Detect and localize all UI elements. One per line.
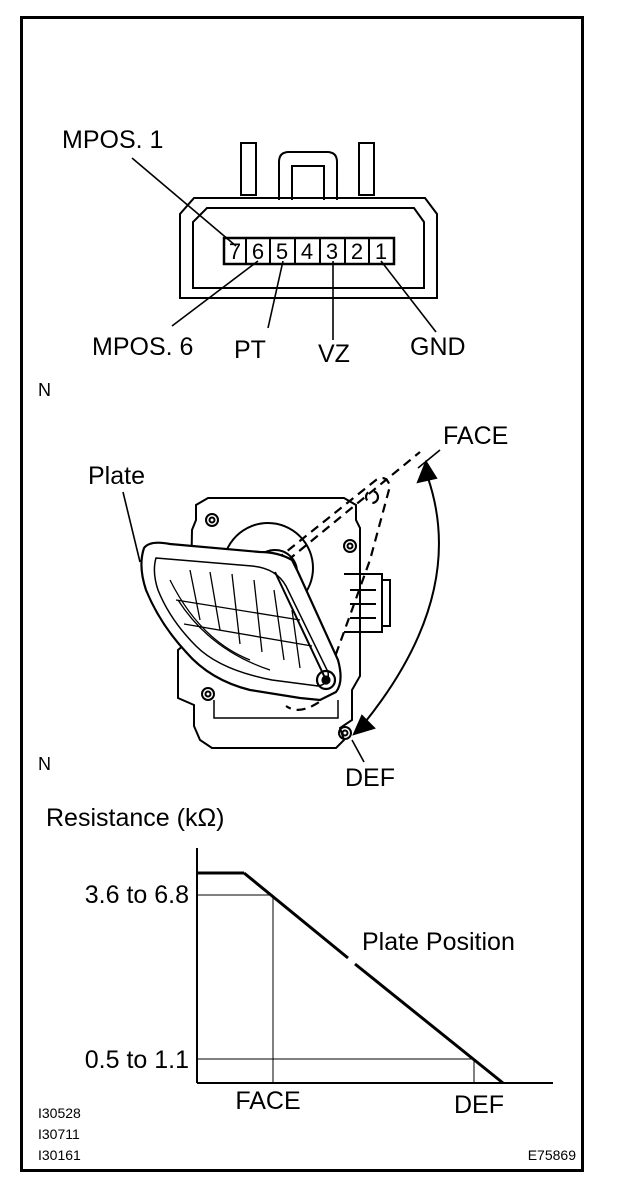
def-leader [351, 739, 365, 763]
plate-drawing [140, 541, 342, 702]
face-label: FACE [443, 422, 508, 450]
pin-3-label: 3 [326, 239, 338, 264]
pin-5-label: 5 [276, 239, 288, 264]
plate-face-position-dashed [275, 451, 421, 711]
graph-ylabel: Resistance (kΩ) [46, 804, 224, 832]
ref-code-1: I30528 [38, 1105, 81, 1121]
ref-code-2: I30711 [38, 1126, 80, 1142]
vz-label: VZ [318, 340, 350, 368]
plate-label: Plate [88, 462, 145, 490]
figure-frame [20, 16, 584, 1172]
rotation-arrow [352, 459, 440, 736]
ref-code-3: I30161 [38, 1147, 81, 1163]
plate-arm-line [274, 571, 327, 681]
note-n-top: N [38, 380, 51, 400]
mpos6-label: MPOS. 6 [92, 333, 193, 361]
graph-x-def-label: DEF [454, 1091, 504, 1119]
graph-curve-label: Plate Position [362, 928, 515, 956]
face-leader [417, 449, 441, 469]
graph-y-low-label: 0.5 to 1.1 [85, 1046, 189, 1074]
gnd-label: GND [410, 333, 466, 361]
graph-y-high-label: 3.6 to 6.8 [85, 881, 189, 909]
graph-x-face-label: FACE [235, 1087, 300, 1115]
mpos1-label: MPOS. 1 [62, 126, 163, 154]
plate-leader [122, 491, 141, 563]
resistance-curve [197, 871, 504, 1085]
note-n-bottom: N [38, 754, 51, 774]
pin-4-label: 4 [301, 239, 313, 264]
pin-2-label: 2 [351, 239, 363, 264]
connector-drawing [131, 142, 438, 340]
graph-axes [196, 848, 553, 1084]
pin-1-label: 1 [375, 239, 387, 264]
connector-pin-numbers: 7 6 5 4 3 2 1 [229, 239, 387, 264]
figure-code: E75869 [528, 1147, 576, 1163]
pin-6-label: 6 [252, 239, 264, 264]
def-label: DEF [345, 764, 395, 792]
plate-rib-pattern [169, 569, 313, 671]
pin-7-label: 7 [229, 239, 241, 264]
pt-label: PT [234, 336, 266, 364]
graph-reference-lines [197, 894, 475, 1083]
